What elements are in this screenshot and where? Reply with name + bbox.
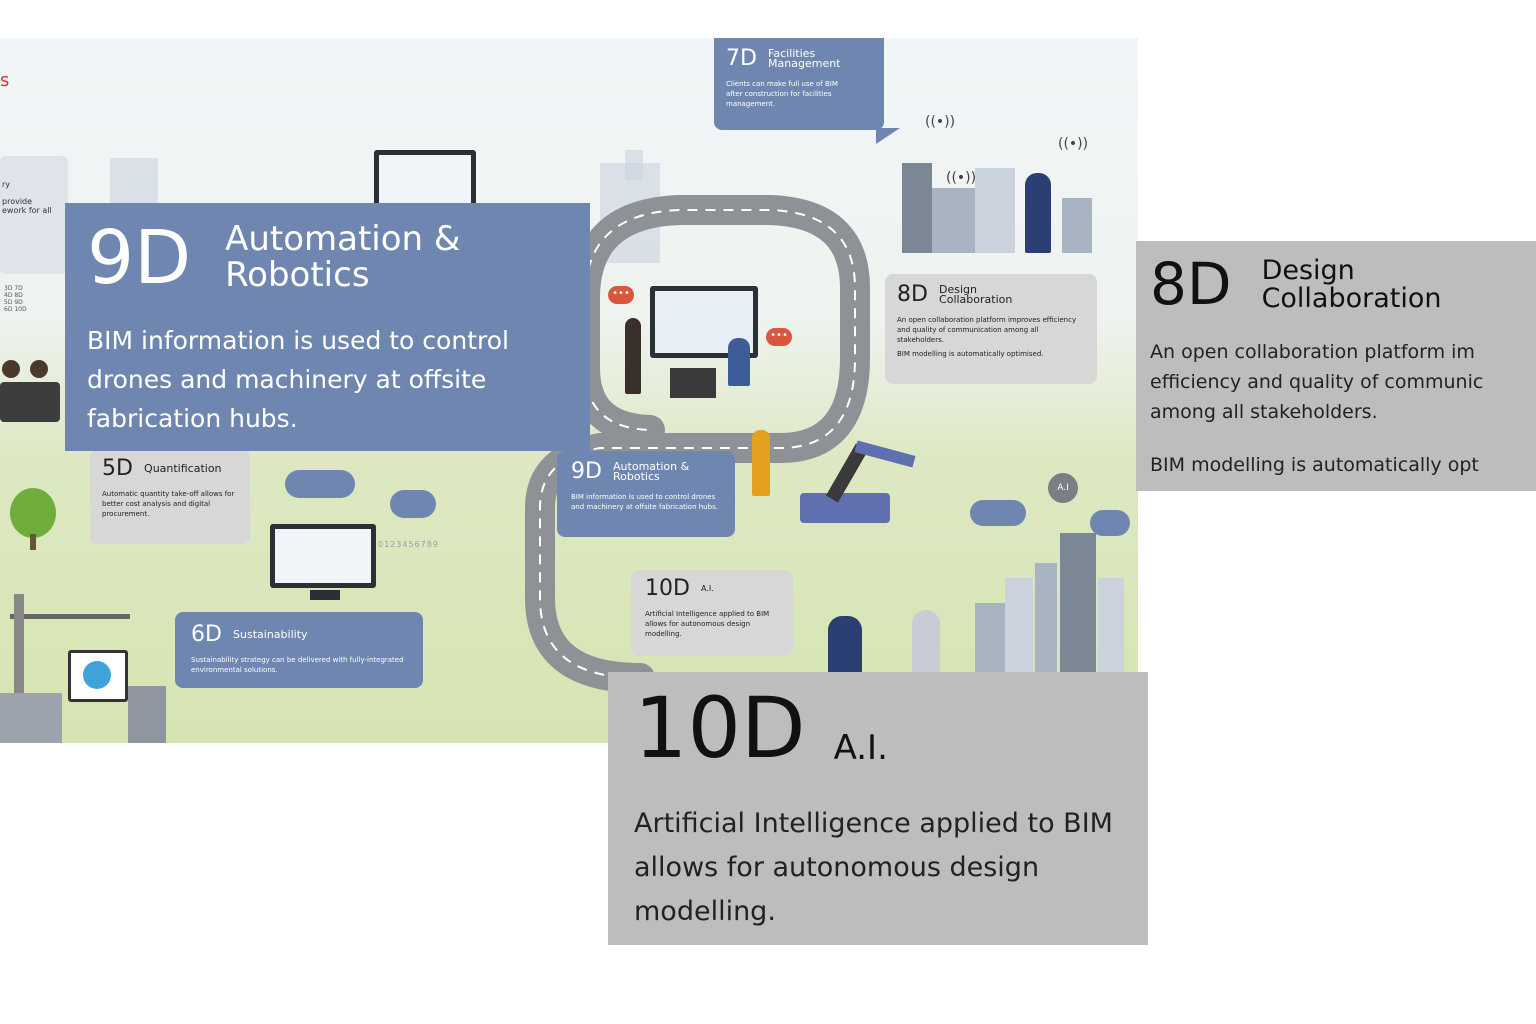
left-info-line: provide bbox=[2, 197, 33, 206]
robot-arm-icon bbox=[800, 438, 916, 528]
callout-9d: 9D Automation & Robotics BIM information… bbox=[65, 203, 590, 451]
callout-8d-desc2: BIM modelling is automatically opt bbox=[1150, 454, 1479, 476]
header-fragment: s bbox=[0, 70, 10, 91]
card-5d-code: 5D bbox=[102, 456, 133, 481]
city-tower bbox=[1062, 198, 1092, 253]
card-8d-code: 8D bbox=[897, 282, 928, 307]
monitor-stand bbox=[310, 590, 340, 600]
card-10d-title: A.I. bbox=[701, 583, 714, 593]
left-info-line: ry bbox=[2, 180, 11, 189]
analytics-monitor bbox=[270, 524, 376, 588]
handshake-businessman bbox=[828, 616, 862, 678]
callout-8d: 8D Design Collaboration An open collabor… bbox=[1136, 241, 1536, 491]
tree-trunk bbox=[30, 534, 36, 550]
card-10d-code: 10D bbox=[645, 576, 690, 601]
callout-9d-title-line1: Automation & bbox=[225, 219, 461, 259]
card-5d: 5D Quantification Automatic quantity tak… bbox=[90, 450, 250, 544]
wifi-icon: ((•)) bbox=[925, 114, 956, 130]
city-tower bbox=[932, 188, 976, 253]
sustainability-panel bbox=[68, 650, 128, 702]
woman-figure bbox=[625, 318, 641, 394]
callout-8d-title-line2: Collaboration bbox=[1261, 283, 1442, 314]
cloud-icon bbox=[285, 470, 355, 498]
card-6d-title: Sustainability bbox=[233, 627, 308, 641]
card-10d: 10D A.I. Artificial Intelligence applied… bbox=[631, 570, 793, 656]
card-6d: 6D Sustainability Sustainability strateg… bbox=[175, 612, 423, 688]
chat-bubble-icon: ••• bbox=[608, 286, 634, 304]
city-tower bbox=[1060, 533, 1096, 673]
card-9d-desc: BIM information is used to control drone… bbox=[571, 493, 718, 511]
worker-figure bbox=[752, 430, 770, 496]
callout-9d-desc: BIM information is used to control drone… bbox=[87, 326, 509, 433]
card-5d-desc: Automatic quantity take-off allows for b… bbox=[102, 490, 235, 518]
card-6d-desc: Sustainability strategy can be delivered… bbox=[191, 656, 404, 674]
card-8d-title: Design Collaboration bbox=[939, 282, 1013, 306]
card-5d-title: Quantification bbox=[144, 461, 222, 475]
chat-bubble-icon: ••• bbox=[766, 328, 792, 346]
wifi-icon: ((•)) bbox=[946, 170, 977, 186]
left-info-line: ework for all bbox=[2, 206, 52, 215]
presentation-board bbox=[374, 150, 476, 212]
digits-pattern: 0123456789 bbox=[378, 540, 439, 549]
city-tower bbox=[975, 168, 1015, 253]
audience-people bbox=[0, 360, 64, 430]
card-7d-title: Facilities Management bbox=[768, 46, 841, 70]
card-7d: 7D Facilities Management Clients can mak… bbox=[714, 38, 884, 130]
tree-icon bbox=[10, 488, 56, 538]
card-7d-tail bbox=[876, 128, 900, 144]
infographic-scene: s ry provide ework for all 3D 7D 4D 8D 5… bbox=[0, 38, 1138, 743]
building-icon bbox=[128, 686, 166, 743]
callout-9d-code: 9D bbox=[87, 215, 192, 301]
card-8d: 8D Design Collaboration An open collabor… bbox=[885, 274, 1097, 384]
city-tower bbox=[902, 163, 932, 253]
callout-8d-desc: An open collaboration platform im effici… bbox=[1150, 341, 1484, 423]
callout-10d-title: A.I. bbox=[833, 728, 888, 768]
businessman-figure bbox=[1025, 173, 1051, 253]
callout-10d-desc: Artificial Intelligence applied to BIM a… bbox=[634, 808, 1113, 927]
crane-icon bbox=[10, 594, 130, 743]
card-9d-title: Automation & Robotics bbox=[613, 459, 690, 483]
card-10d-desc: Artificial Intelligence applied to BIM a… bbox=[645, 610, 770, 638]
card-9d-code: 9D bbox=[571, 459, 602, 484]
card-9d: 9D Automation & Robotics BIM information… bbox=[557, 451, 735, 537]
city-tower bbox=[975, 603, 1005, 673]
monitor-stand bbox=[670, 368, 716, 398]
city-tower bbox=[1005, 578, 1033, 673]
card-8d-desc2: BIM modelling is automatically optimised… bbox=[897, 350, 1044, 358]
handshake-robot bbox=[912, 610, 940, 672]
card-6d-code: 6D bbox=[191, 622, 222, 647]
left-info-fragment: ry provide ework for all bbox=[0, 156, 68, 274]
card-7d-code: 7D bbox=[726, 46, 757, 71]
skyline-building bbox=[625, 150, 643, 180]
callout-8d-code: 8D bbox=[1150, 250, 1232, 318]
city-tower bbox=[1098, 578, 1124, 673]
card-8d-desc: An open collaboration platform improves … bbox=[897, 316, 1077, 344]
city-tower bbox=[1035, 563, 1057, 673]
card-7d-desc: Clients can make full use of BIM after c… bbox=[726, 80, 838, 108]
callout-10d: 10D A.I. Artificial Intelligence applied… bbox=[608, 672, 1148, 945]
cloud-icon bbox=[390, 490, 436, 518]
building-icon bbox=[0, 693, 62, 743]
man-figure bbox=[728, 338, 750, 386]
cloud-icon bbox=[970, 500, 1026, 526]
cloud-icon bbox=[1090, 510, 1130, 536]
wifi-icon: ((•)) bbox=[1058, 136, 1089, 152]
callout-8d-title-line1: Design bbox=[1261, 255, 1355, 286]
callout-10d-code: 10D bbox=[634, 679, 806, 777]
left-dimension-list: 3D 7D 4D 8D 5D 9D 6D 10D bbox=[4, 285, 27, 313]
callout-9d-title-line2: Robotics bbox=[225, 255, 370, 295]
ai-badge: A.I bbox=[1048, 473, 1078, 503]
